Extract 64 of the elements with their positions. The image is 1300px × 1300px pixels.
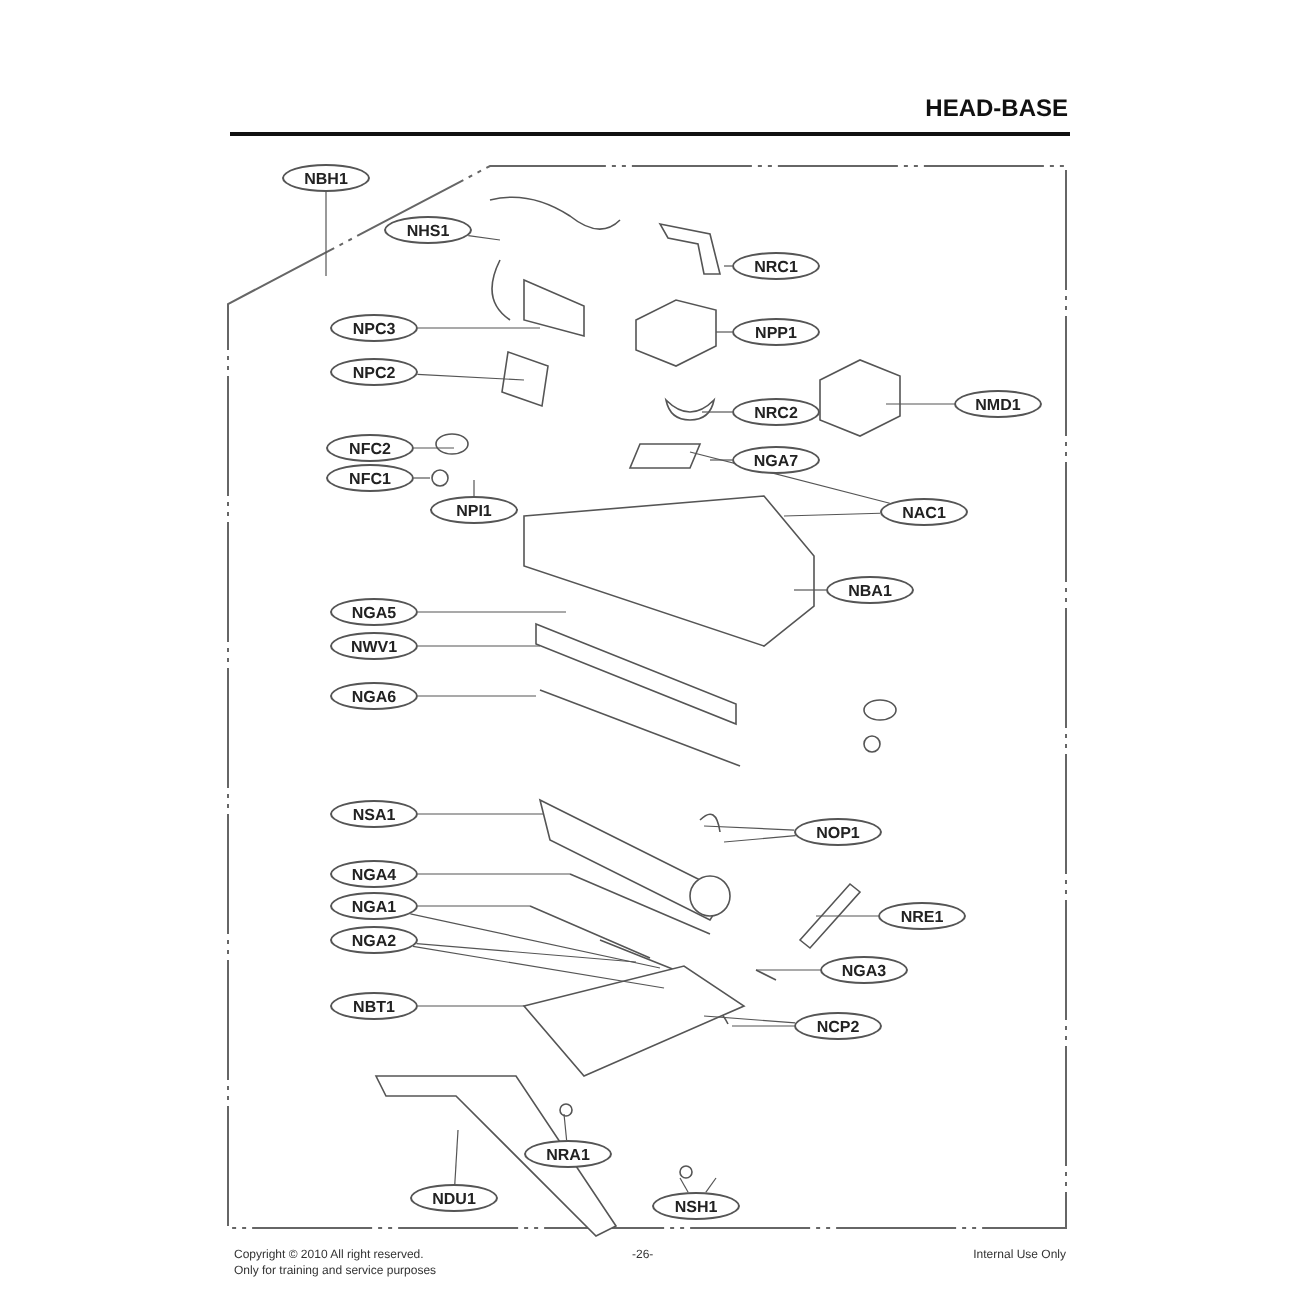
callout-label: NBA1 bbox=[826, 576, 914, 604]
leader-line bbox=[755, 969, 821, 971]
page-title: HEAD-BASE bbox=[925, 94, 1068, 122]
leader-line bbox=[709, 459, 733, 461]
callout-label: NBT1 bbox=[330, 992, 418, 1020]
callout-label: NSA1 bbox=[330, 800, 418, 828]
callout-label: NGA7 bbox=[732, 446, 820, 474]
leader-line bbox=[703, 825, 796, 831]
callout-label: NPI1 bbox=[430, 496, 518, 524]
callout-label: NGA2 bbox=[330, 926, 418, 954]
leader-line bbox=[417, 611, 567, 613]
leader-line bbox=[409, 913, 661, 969]
callout-label: NPP1 bbox=[732, 318, 820, 346]
leader-line bbox=[783, 512, 881, 517]
leader-line bbox=[731, 1025, 795, 1027]
callout-label: NRE1 bbox=[878, 902, 966, 930]
callout-label: NGA1 bbox=[330, 892, 418, 920]
callout-label: NGA4 bbox=[330, 860, 418, 888]
callout-label: NOP1 bbox=[794, 818, 882, 846]
callout-label: NSH1 bbox=[652, 1192, 740, 1220]
leader-line bbox=[703, 1015, 796, 1024]
callout-label: NGA6 bbox=[330, 682, 418, 710]
leader-line bbox=[705, 1177, 717, 1193]
callout-label: NRA1 bbox=[524, 1140, 612, 1168]
leader-line bbox=[815, 915, 879, 917]
callout-label: NMD1 bbox=[954, 390, 1042, 418]
leader-line bbox=[417, 695, 537, 697]
leader-line bbox=[413, 477, 431, 479]
callout-label: NWV1 bbox=[330, 632, 418, 660]
leader-line bbox=[416, 373, 525, 381]
leader-line bbox=[417, 813, 545, 815]
callout-label: NGA5 bbox=[330, 598, 418, 626]
callout-label: NHS1 bbox=[384, 216, 472, 244]
callout-label: NPC2 bbox=[330, 358, 418, 386]
leader-line bbox=[454, 1129, 459, 1185]
callout-label: NGA3 bbox=[820, 956, 908, 984]
leader-line bbox=[467, 235, 501, 241]
callout-label: NRC1 bbox=[732, 252, 820, 280]
leader-line bbox=[885, 403, 955, 405]
leader-line bbox=[723, 265, 733, 267]
callout-label: NCP2 bbox=[794, 1012, 882, 1040]
leader-line bbox=[325, 191, 327, 277]
callout-label: NBH1 bbox=[282, 164, 370, 192]
leader-line bbox=[413, 447, 455, 449]
leader-line bbox=[473, 479, 475, 497]
callout-label: NRC2 bbox=[732, 398, 820, 426]
leader-line bbox=[793, 589, 827, 591]
leader-line bbox=[412, 945, 665, 989]
leader-line bbox=[563, 1113, 568, 1141]
leader-line bbox=[417, 905, 531, 907]
callout-label: NPC3 bbox=[330, 314, 418, 342]
callout-label: NFC2 bbox=[326, 434, 414, 462]
leader-line bbox=[417, 327, 541, 329]
leader-line bbox=[417, 645, 541, 647]
callout-label: NDU1 bbox=[410, 1184, 498, 1212]
leader-line bbox=[701, 411, 733, 413]
leader-line bbox=[723, 835, 797, 843]
leader-line bbox=[417, 873, 571, 875]
leader-line bbox=[415, 942, 637, 963]
leader-line bbox=[417, 1005, 525, 1007]
callout-label: NFC1 bbox=[326, 464, 414, 492]
leader-line bbox=[679, 1177, 689, 1193]
leader-line bbox=[715, 331, 733, 333]
callout-label: NAC1 bbox=[880, 498, 968, 526]
